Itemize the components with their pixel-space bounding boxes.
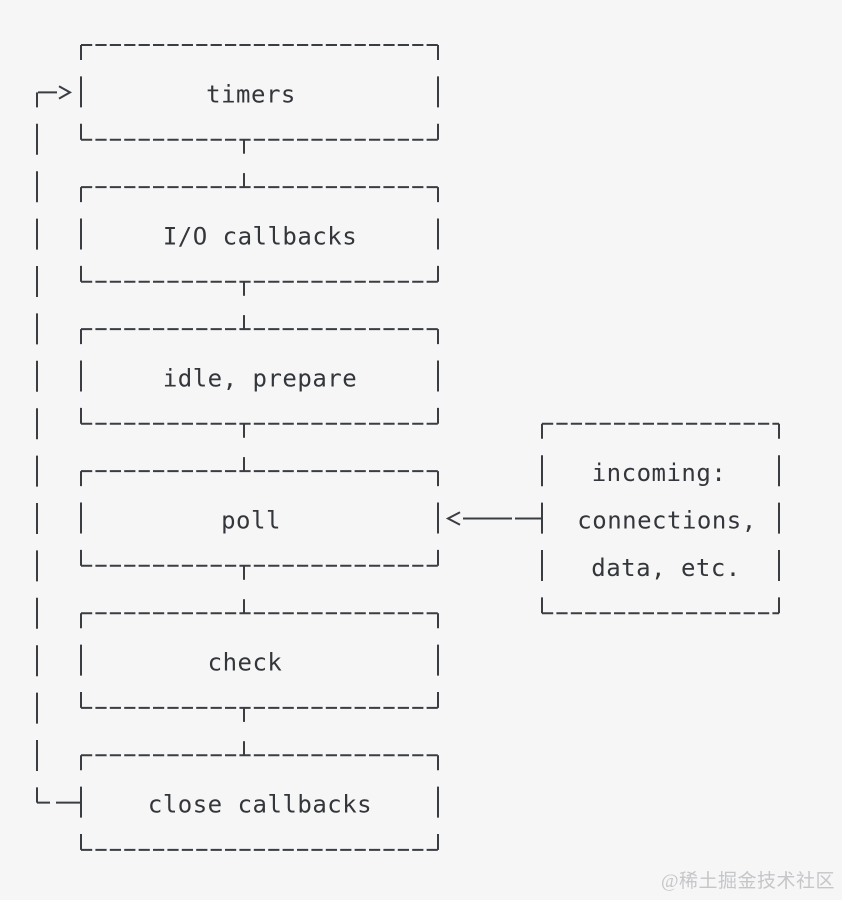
poll-box (80, 470, 439, 567)
idle-prepare-label: idle, prepare (163, 365, 357, 393)
phase-labels: timers I/O callbacks idle, prepare poll … (148, 81, 372, 819)
arrow-left-icon (445, 511, 461, 526)
check-label: check (208, 649, 283, 677)
incoming-labels: incoming: connections, data, etc. (577, 459, 756, 582)
incoming-label-line2: connections, (577, 507, 756, 535)
incoming-label-line1: incoming: (592, 459, 727, 487)
close-callbacks-box (80, 754, 439, 851)
io-callbacks-label: I/O callbacks (163, 223, 357, 251)
poll-label: poll (221, 507, 281, 535)
timers-box (80, 44, 439, 141)
incoming-box (541, 422, 780, 615)
idle-prepare-box (80, 328, 439, 425)
io-callbacks-box (80, 186, 439, 283)
timers-label: timers (206, 81, 296, 109)
close-callbacks-label: close callbacks (148, 791, 372, 819)
loop-return-path (36, 85, 80, 804)
check-box (80, 612, 439, 709)
incoming-to-poll-arrow (445, 511, 541, 526)
arrow-right-icon (58, 85, 73, 100)
watermark: @稀土掘金技术社区 (661, 871, 835, 892)
incoming-label-line3: data, etc. (591, 554, 741, 582)
